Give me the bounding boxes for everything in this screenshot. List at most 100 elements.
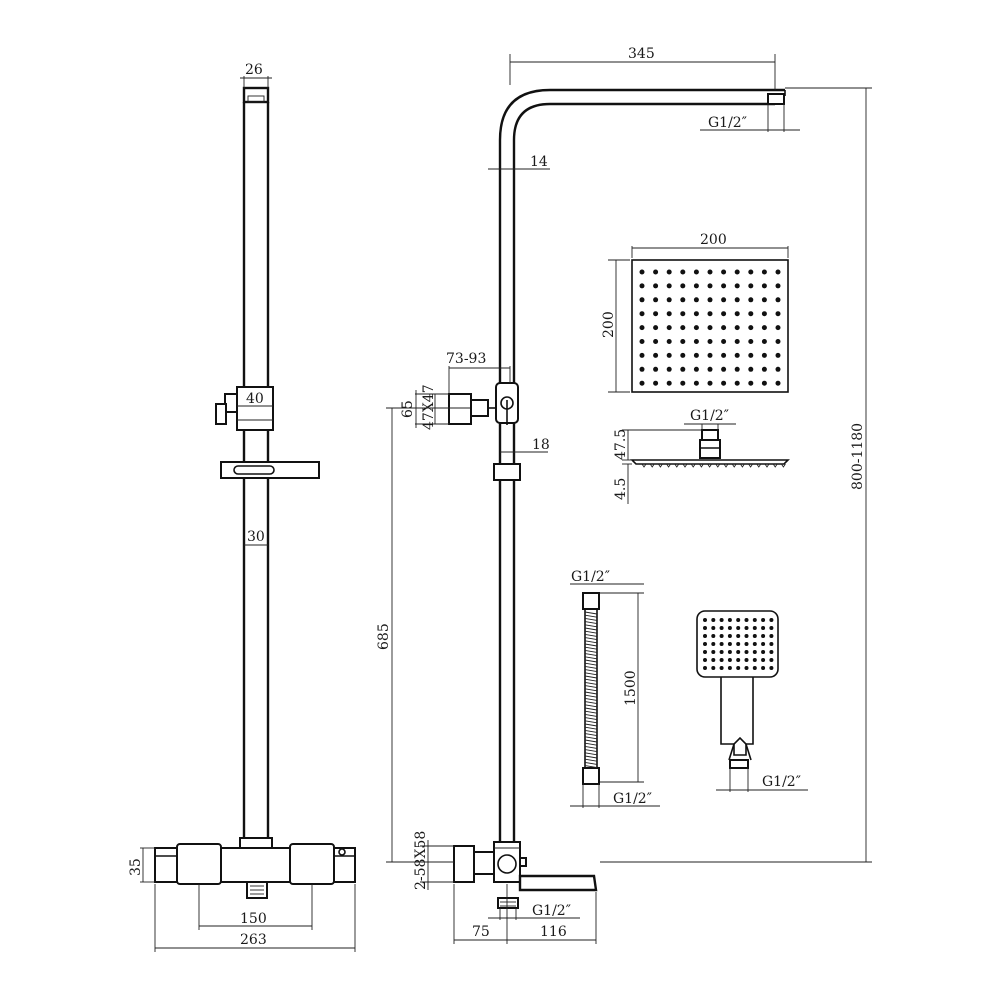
side-spout-length-dim: 116 bbox=[540, 924, 567, 940]
rain-nozzle bbox=[721, 380, 727, 386]
rain-side-nozzle bbox=[658, 463, 663, 468]
hand-nozzle bbox=[703, 650, 707, 654]
hand-nozzle bbox=[744, 618, 749, 622]
rain-nozzle bbox=[734, 380, 740, 386]
rain-side-nozzle bbox=[764, 463, 770, 468]
hand-nozzle bbox=[719, 666, 724, 670]
rain-side-nozzle bbox=[699, 463, 704, 468]
hand-nozzle bbox=[727, 626, 732, 630]
rain-nozzle bbox=[721, 325, 727, 331]
rain-nozzle bbox=[666, 380, 672, 386]
rain-nozzle bbox=[775, 297, 781, 303]
rain-side-nozzle bbox=[649, 463, 655, 468]
rain-nozzle bbox=[653, 269, 659, 275]
hose-coil bbox=[584, 697, 598, 701]
rain-nozzle bbox=[666, 352, 672, 358]
rain-side-nozzle bbox=[723, 463, 729, 468]
hand-nozzle bbox=[769, 626, 774, 630]
hose-coil bbox=[584, 640, 598, 644]
hand-nozzle bbox=[727, 650, 732, 654]
front-mixer-height-dim: 35 bbox=[128, 858, 144, 876]
side-bracket-height-dim: 65 bbox=[400, 400, 416, 418]
rain-nozzle bbox=[707, 325, 713, 331]
rain-nozzle bbox=[639, 380, 645, 386]
rain-nozzle bbox=[680, 366, 686, 372]
rain-head-side-nozzles bbox=[641, 463, 786, 468]
hose-coil bbox=[584, 758, 598, 762]
rain-nozzle bbox=[639, 297, 645, 303]
rain-nozzle bbox=[653, 366, 659, 372]
rain-nozzle bbox=[775, 269, 781, 275]
rain-nozzle bbox=[666, 283, 672, 289]
rain-head-connector-height-dim: 47.5 bbox=[613, 429, 629, 460]
hose-coil bbox=[584, 630, 598, 634]
rain-nozzle bbox=[653, 311, 659, 317]
hand-nozzle bbox=[769, 642, 774, 646]
hose-coil bbox=[584, 720, 598, 724]
hand-nozzle bbox=[719, 658, 724, 662]
hand-nozzle bbox=[703, 618, 707, 622]
side-bracket-size-dim: 47X47 bbox=[421, 384, 437, 430]
rain-nozzle bbox=[775, 339, 781, 344]
rain-nozzle bbox=[666, 297, 672, 303]
hand-nozzle bbox=[703, 666, 707, 670]
hose-coil bbox=[584, 656, 598, 660]
hand-nozzle bbox=[727, 642, 732, 646]
rain-nozzle bbox=[680, 283, 686, 289]
rain-nozzle bbox=[693, 366, 699, 372]
rain-nozzle bbox=[721, 339, 727, 344]
rain-nozzle bbox=[721, 352, 727, 358]
rain-nozzle bbox=[748, 283, 754, 289]
rain-nozzle bbox=[693, 380, 699, 386]
rain-nozzle bbox=[707, 352, 713, 358]
rain-nozzle bbox=[653, 325, 659, 331]
rain-nozzle bbox=[666, 269, 672, 275]
hand-nozzle bbox=[711, 658, 716, 662]
rain-side-nozzle bbox=[748, 463, 753, 468]
hand-nozzle bbox=[761, 626, 766, 630]
hand-nozzle bbox=[761, 666, 766, 670]
hand-nozzle bbox=[719, 634, 724, 638]
rain-nozzle bbox=[707, 339, 713, 344]
hose-coil bbox=[584, 685, 598, 689]
rain-nozzle bbox=[653, 352, 659, 358]
rain-nozzle bbox=[707, 380, 713, 386]
hand-nozzle bbox=[736, 642, 741, 646]
rain-nozzle bbox=[680, 352, 686, 358]
hand-nozzle bbox=[736, 658, 741, 662]
rain-nozzle bbox=[721, 311, 727, 317]
rain-head-thread-dim: G1/2″ bbox=[690, 408, 729, 424]
rain-nozzle bbox=[748, 366, 754, 372]
rain-nozzle bbox=[775, 380, 781, 386]
hand-nozzle bbox=[761, 634, 766, 638]
hose-coil bbox=[584, 637, 598, 641]
front-top-width-dim: 26 bbox=[245, 62, 263, 78]
hose-top-thread-dim: G1/2″ bbox=[571, 569, 610, 585]
rain-nozzle bbox=[707, 297, 713, 303]
hand-nozzle bbox=[703, 626, 707, 630]
rain-head-nozzles bbox=[639, 269, 781, 386]
hand-nozzle bbox=[761, 642, 766, 646]
side-lower-height-dim: 685 bbox=[376, 623, 392, 650]
rain-nozzle bbox=[775, 366, 781, 372]
hand-nozzle bbox=[744, 642, 749, 646]
rain-nozzle bbox=[693, 325, 699, 331]
side-shower-arm bbox=[498, 88, 785, 845]
rain-side-nozzle bbox=[740, 463, 745, 468]
hand-shower-head bbox=[696, 610, 779, 678]
hand-nozzle bbox=[752, 642, 757, 646]
hand-nozzle bbox=[761, 658, 766, 662]
hose-coil bbox=[584, 678, 598, 682]
hose-coil bbox=[584, 665, 598, 669]
rain-side-nozzle bbox=[731, 463, 737, 468]
rain-nozzle bbox=[721, 366, 727, 372]
side-pipe-offset-dim: 14 bbox=[530, 154, 548, 170]
hose-coil bbox=[584, 736, 598, 740]
front-block-width-dim: 40 bbox=[246, 391, 264, 407]
hand-nozzle bbox=[711, 666, 716, 670]
rain-head-views: 200 200 G1/2″ 47.5 4.5 bbox=[601, 232, 790, 504]
hose-coil bbox=[584, 745, 598, 749]
hand-nozzle bbox=[727, 666, 732, 670]
hose-body bbox=[584, 609, 598, 768]
